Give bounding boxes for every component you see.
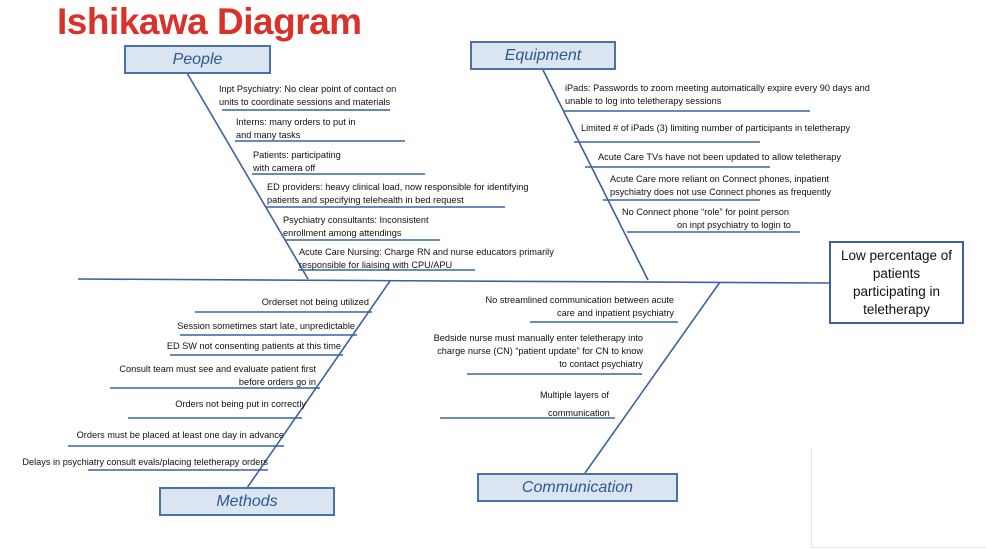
- people-cause: Inpt Psychiatry: No clear point of conta…: [219, 83, 396, 109]
- effect-text: Low percentage of patients participating…: [840, 247, 953, 317]
- people-bone: [186, 72, 309, 280]
- cause-line-text: charge nurse (CN) “patient update” for C…: [437, 346, 643, 356]
- communication-cause: Multiple layers of communication: [540, 386, 610, 422]
- divider: [811, 547, 986, 548]
- cause-line-text: Delays in psychiatry consult evals/placi…: [22, 457, 268, 467]
- cause-line-text: Acute Care TVs have not been updated to …: [598, 152, 841, 162]
- cause-line-text: No streamlined communication between acu…: [485, 295, 674, 305]
- cause-line-text: enrollment among attendings: [283, 228, 402, 238]
- cause-line-text: Session sometimes start late, unpredicta…: [177, 321, 355, 331]
- cause-line-text: with camera off: [253, 163, 316, 173]
- category-people: People: [124, 45, 271, 74]
- cause-line-text: Bedside nurse must manually enter teleth…: [433, 333, 643, 343]
- spine-line: [77, 278, 830, 284]
- people-cause: Psychiatry consultants: Inconsistent enr…: [283, 214, 429, 240]
- people-cause: Interns: many orders to put in and many …: [236, 116, 356, 142]
- equipment-cause: No Connect phone “role” for point person…: [622, 206, 791, 232]
- diagram-title: Ishikawa Diagram: [57, 1, 362, 42]
- methods-cause: Orders not being put in correctly: [175, 398, 306, 411]
- category-methods-label: Methods: [216, 492, 278, 510]
- equipment-cause: iPads: Passwords to zoom meeting automat…: [565, 82, 870, 108]
- cause-line-text: and many tasks: [236, 130, 301, 140]
- category-people-label: People: [172, 50, 223, 68]
- cause-line-text: patients and specifying telehealth in be…: [267, 195, 464, 205]
- cause-line-text: before orders go in: [238, 377, 316, 387]
- people-cause: Patients: participating with camera off: [253, 149, 341, 175]
- communication-bone: [584, 281, 721, 474]
- communication-cause: No streamlined communication between acu…: [486, 294, 674, 320]
- methods-cause: Orders must be placed at least one day i…: [77, 429, 284, 442]
- category-communication-label: Communication: [521, 478, 634, 496]
- cause-line-text: Orderset not being utilized: [261, 297, 369, 307]
- category-equipment-label: Equipment: [504, 46, 582, 64]
- cause-line-text: to contact psychiatry: [559, 359, 643, 369]
- cause-line-text: Patients: participating: [253, 150, 341, 160]
- cause-line-text: Interns: many orders to put in: [236, 117, 356, 127]
- category-methods: Methods: [159, 487, 335, 516]
- cause-line-text: Acute Care more reliant on Connect phone…: [610, 174, 830, 184]
- equipment-cause: Acute Care more reliant on Connect phone…: [610, 173, 831, 199]
- cause-line-text: ED SW not consenting patients at this ti…: [166, 341, 341, 351]
- methods-cause: Session sometimes start late, unpredicta…: [177, 320, 355, 333]
- category-equipment: Equipment: [470, 41, 616, 70]
- cause-line-text: Orders must be placed at least one day i…: [76, 430, 284, 440]
- divider: [811, 448, 812, 548]
- methods-bone: [246, 280, 391, 489]
- cause-line-text: unable to log into teletherapy sessions: [565, 96, 722, 106]
- cause-line-text: care and inpatient psychiatry: [557, 308, 674, 318]
- cause-line-text: Limited # of iPads (3) limiting number o…: [581, 123, 851, 133]
- cause-line-text: Acute Care Nursing: Charge RN and nurse …: [299, 247, 554, 257]
- cause-line-text: psychiatry does not use Connect phones a…: [610, 187, 832, 197]
- cause-line-text: responsible for liaising with CPU/APU: [299, 260, 453, 270]
- cause-line-text: communication: [548, 408, 610, 418]
- effect-box: Low percentage of patients participating…: [829, 241, 964, 324]
- equipment-cause: Acute Care TVs have not been updated to …: [598, 151, 841, 164]
- cause-line-text: No Connect phone “role” for point person: [622, 207, 790, 217]
- people-cause: Acute Care Nursing: Charge RN and nurse …: [299, 246, 554, 272]
- cause-line-text: Consult team must see and evaluate patie…: [119, 364, 316, 374]
- cause-line-text: iPads: Passwords to zoom meeting automat…: [565, 83, 870, 93]
- methods-cause: Orderset not being utilized: [262, 296, 369, 309]
- cause-line-text: Multiple layers of: [540, 390, 609, 400]
- methods-cause: Delays in psychiatry consult evals/placi…: [22, 456, 268, 469]
- equipment-bone: [542, 69, 649, 281]
- cause-line-text: Orders not being put in correctly: [175, 399, 306, 409]
- cause-line-text: on inpt psychiatry to login to: [677, 220, 791, 230]
- methods-cause: Consult team must see and evaluate patie…: [119, 363, 316, 389]
- communication-cause: Bedside nurse must manually enter teleth…: [434, 332, 643, 371]
- cause-line-text: units to coordinate sessions and materia…: [219, 97, 391, 107]
- cause-line-text: Psychiatry consultants: Inconsistent: [283, 215, 429, 225]
- cause-line-text: ED providers: heavy clinical load, now r…: [267, 182, 529, 192]
- equipment-cause: Limited # of iPads (3) limiting number o…: [581, 122, 850, 135]
- people-cause: ED providers: heavy clinical load, now r…: [267, 181, 528, 207]
- cause-line-text: Inpt Psychiatry: No clear point of conta…: [219, 84, 397, 94]
- category-communication: Communication: [477, 473, 678, 502]
- methods-cause: ED SW not consenting patients at this ti…: [167, 340, 341, 353]
